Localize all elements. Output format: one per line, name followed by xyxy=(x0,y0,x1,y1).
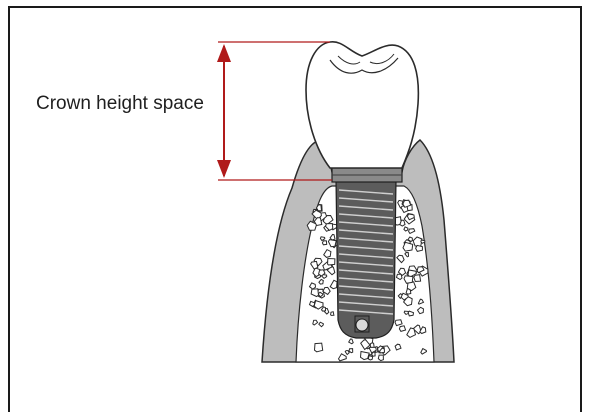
bone-particle xyxy=(361,352,370,360)
bone-particle xyxy=(416,245,423,251)
bone-particle xyxy=(331,312,334,316)
bone-particle xyxy=(404,276,413,284)
bone-particle xyxy=(404,227,408,231)
bone-particle xyxy=(414,275,421,282)
implant-apex-hole xyxy=(356,319,368,331)
bone-particle xyxy=(315,343,323,352)
bone-particle xyxy=(368,356,372,360)
implant-screw xyxy=(336,180,396,338)
bone-particle xyxy=(399,326,405,332)
bone-particle xyxy=(322,241,326,245)
crown-height-space-label: Crown height space xyxy=(36,93,204,115)
bone-particle xyxy=(403,242,413,251)
bone-particle xyxy=(421,240,425,243)
bone-particle xyxy=(328,259,335,266)
bone-particle xyxy=(378,355,383,361)
crown xyxy=(306,42,418,168)
